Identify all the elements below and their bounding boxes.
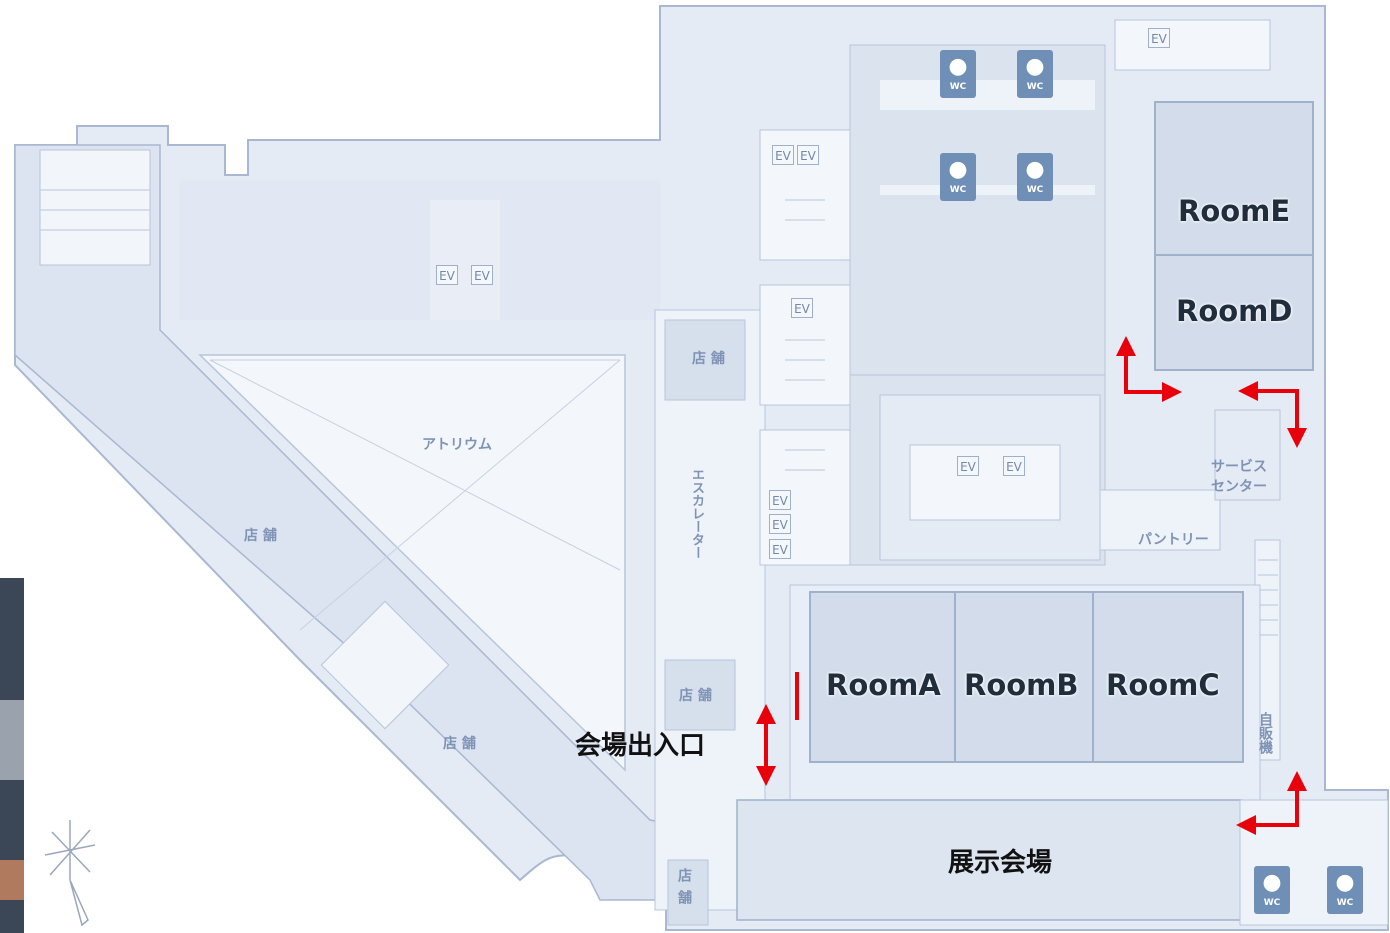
- compass-icon: [44, 820, 96, 927]
- elevator-icon: EV: [797, 145, 819, 165]
- wc-icon: ●WC: [1017, 153, 1053, 201]
- room-e-label: RoomE: [1178, 194, 1291, 228]
- escalator-label: エスカレーター: [689, 468, 704, 559]
- elevator-icon: EV: [1003, 456, 1025, 476]
- room-b-label: RoomB: [964, 668, 1079, 702]
- wc-icon: ●WC: [940, 50, 976, 98]
- red-arrow: [756, 336, 1307, 835]
- room-a-label: RoomA: [826, 668, 941, 702]
- exhibition-hall-area: [736, 799, 1243, 921]
- shop-label: 店 舗: [692, 351, 725, 367]
- elevator-icon: EV: [769, 539, 791, 559]
- elevator-icon: EV: [957, 456, 979, 476]
- vending-label: 自販機: [1257, 712, 1273, 754]
- elevator-icon: EV: [1148, 28, 1170, 48]
- wc-icon: ●WC: [1017, 50, 1053, 98]
- wc-icon: ●WC: [940, 153, 976, 201]
- elevator-icon: EV: [436, 265, 458, 285]
- room-c-label: RoomC: [1106, 668, 1220, 702]
- elevator-icon: EV: [772, 145, 794, 165]
- wc-icon: ●WC: [1254, 866, 1290, 914]
- shop-label: 店舗: [676, 868, 692, 912]
- service-center-label: サービス センター: [1211, 459, 1267, 496]
- room-b-area: [954, 591, 1094, 763]
- room-d-label: RoomD: [1176, 294, 1293, 328]
- exhibition-hall-label: 展示会場: [948, 848, 1053, 878]
- elevator-icon: EV: [791, 298, 813, 318]
- shop-label: 店 舗: [244, 528, 277, 544]
- atrium-label: アトリウム: [422, 437, 492, 453]
- pantry-label: パントリー: [1138, 532, 1209, 548]
- wc-icon: ●WC: [1327, 866, 1363, 914]
- room-a-area: [809, 591, 956, 763]
- entrance-label: 会場出入口: [575, 731, 706, 761]
- shop-label: 店 舗: [679, 688, 712, 704]
- shop-label: 店 舗: [443, 736, 476, 752]
- room-e-area: [1154, 101, 1314, 256]
- elevator-icon: EV: [769, 514, 791, 534]
- elevator-icon: EV: [769, 490, 791, 510]
- room-c-area: [1092, 591, 1244, 763]
- elevator-icon: EV: [471, 265, 493, 285]
